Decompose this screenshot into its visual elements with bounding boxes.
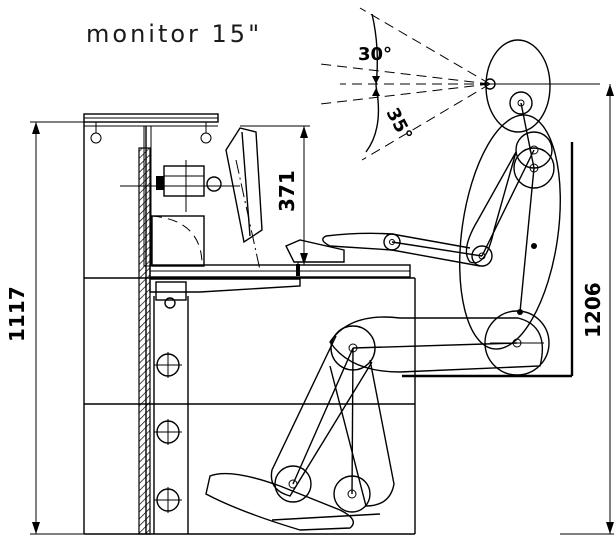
- dimension-total-height: [30, 121, 84, 535]
- dimension-monitor-height: [240, 125, 310, 265]
- dimension-seat-height: [560, 84, 614, 535]
- desk-cabinet: [83, 113, 416, 535]
- keyboard: [285, 239, 345, 276]
- viewing-angle-lines: [319, 7, 600, 161]
- drawing-title: monitor 15": [86, 20, 262, 48]
- dimension-label-1117: 1117: [5, 286, 29, 342]
- seated-human-figure: [205, 39, 561, 531]
- dimension-label-371: 371: [275, 170, 299, 212]
- angle-label-upper: 30°: [358, 44, 392, 65]
- angle-label-lower: 35°: [382, 104, 417, 144]
- dimension-label-1206: 1206: [581, 282, 605, 338]
- chair-back: [402, 142, 574, 378]
